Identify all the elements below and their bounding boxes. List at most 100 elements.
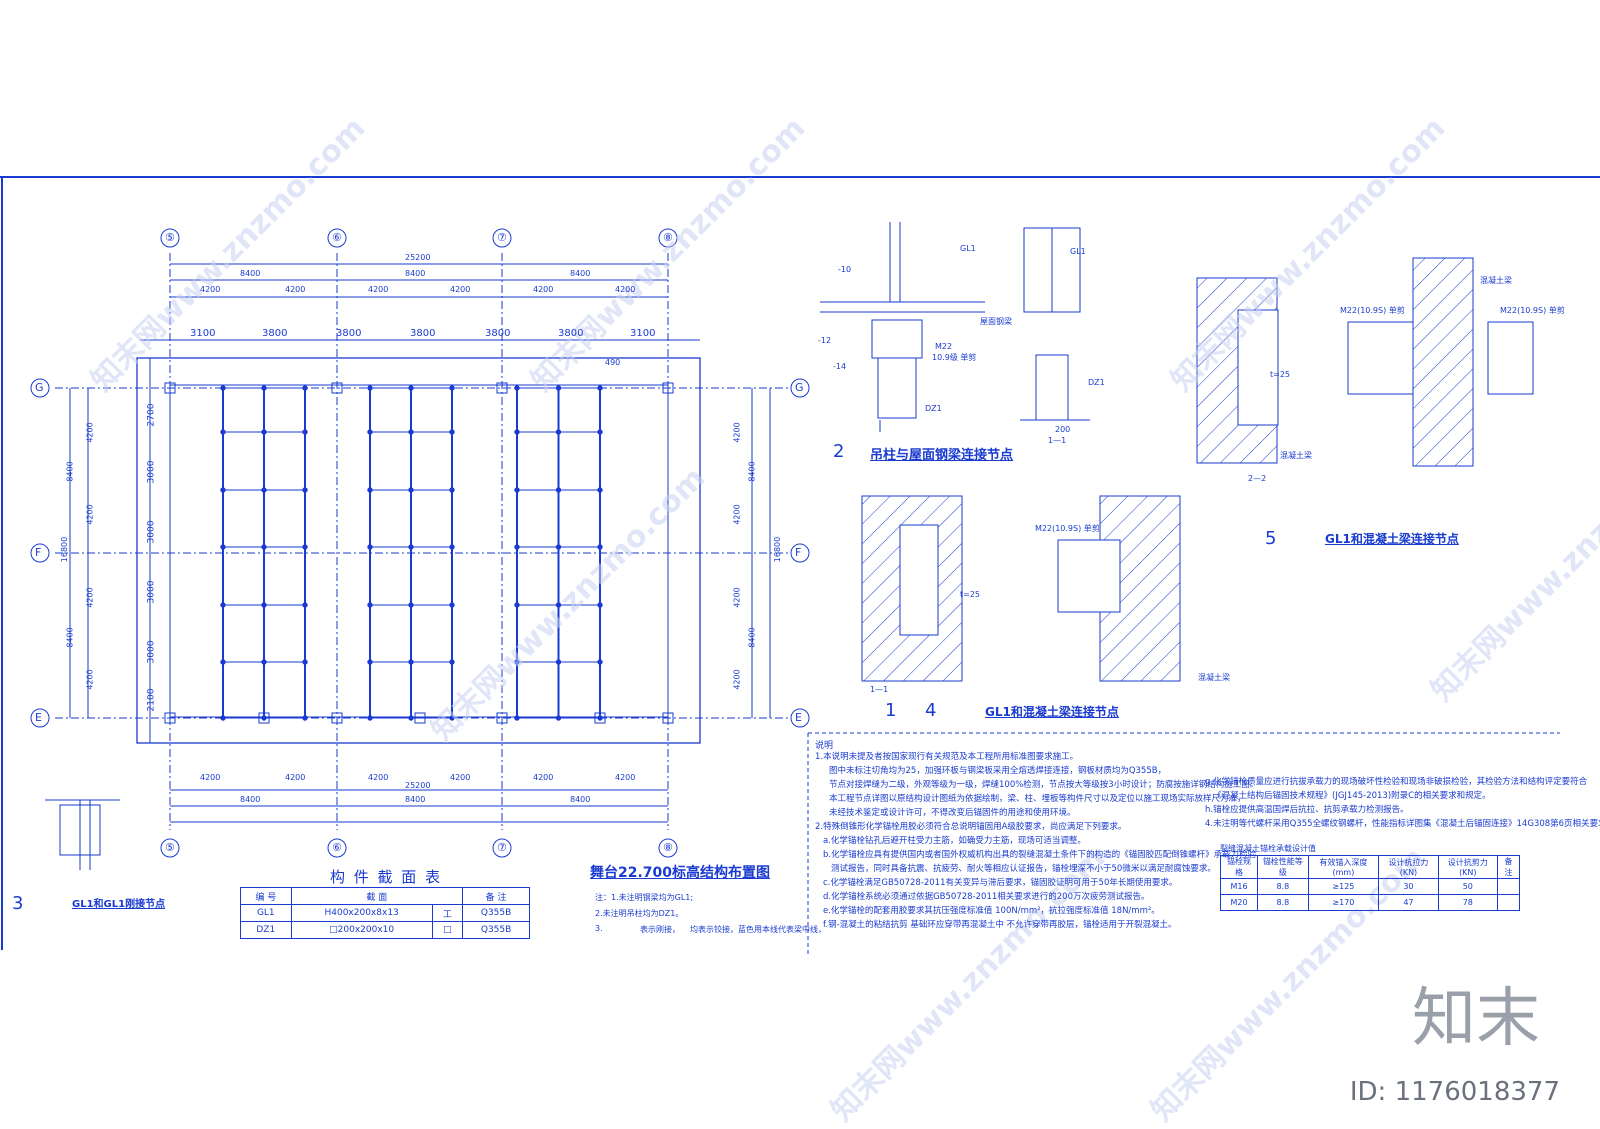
table-header: 截 面 bbox=[290, 887, 464, 905]
dim-8400-left: 8400 bbox=[65, 461, 75, 482]
detail-label: -14 bbox=[833, 362, 847, 371]
table-header: 编 号 bbox=[240, 887, 292, 905]
column bbox=[164, 382, 176, 394]
dim-4200: 4200 bbox=[533, 285, 554, 294]
beam-joint bbox=[555, 544, 562, 550]
beam-joint bbox=[367, 602, 373, 608]
detail-label: M22(10.9S) 单剪 bbox=[1035, 524, 1100, 533]
table-cell: □ bbox=[431, 921, 464, 939]
beam-joint bbox=[514, 715, 520, 721]
dim-4200-left: 4200 bbox=[85, 504, 95, 525]
dim-span: 3800 bbox=[262, 328, 288, 339]
beam-joint bbox=[555, 385, 562, 391]
detail-label: 混凝土梁 bbox=[1480, 276, 1512, 285]
beam-joint bbox=[261, 715, 267, 721]
table-header: 备注 bbox=[1496, 855, 1521, 879]
detail-label: 10.9级 单剪 bbox=[932, 353, 977, 362]
dim-span: 3100 bbox=[190, 328, 216, 339]
beam-joint bbox=[449, 487, 455, 493]
table-header: 备 注 bbox=[462, 887, 530, 905]
plan-note: 2.未注明吊柱均为DZ1。 bbox=[595, 909, 684, 918]
beam-joint bbox=[449, 715, 455, 721]
dim-4200: 4200 bbox=[285, 285, 306, 294]
detail-title: 吊柱与屋面钢梁连接节点 bbox=[870, 448, 1014, 463]
dim-4200-bottom: 4200 bbox=[615, 773, 636, 782]
beam-joint bbox=[302, 602, 308, 608]
beam-joint bbox=[408, 715, 414, 721]
dim-4200-right: 4200 bbox=[732, 587, 742, 608]
column bbox=[496, 712, 508, 724]
beam-joint bbox=[261, 659, 267, 665]
beam-joint bbox=[220, 715, 226, 721]
dim-8400: 8400 bbox=[570, 269, 591, 278]
beam-joint bbox=[302, 385, 308, 391]
note-line: 1.本说明未提及者按国家现行有关规范及本工程所用标准图要求施工。 bbox=[815, 752, 1079, 762]
dim-4200-bottom: 4200 bbox=[200, 773, 221, 782]
dim-left: 2100 bbox=[146, 688, 157, 712]
beam-joint bbox=[220, 602, 226, 608]
note-line: e.化学锚栓的配套用胶要求其抗压强度标准值 100N/mm²，抗拉强度标准值 1… bbox=[823, 906, 1160, 916]
detail-label: -12 bbox=[818, 336, 832, 345]
beam-joint bbox=[220, 544, 226, 550]
detail-number: 2 bbox=[833, 441, 845, 462]
beam-joint bbox=[514, 487, 520, 493]
column bbox=[258, 712, 270, 724]
dim-4200-bottom: 4200 bbox=[368, 773, 389, 782]
note-line: 未经技术鉴定或设计许可，不得改变后锚固件的用途和使用环境。 bbox=[829, 808, 1076, 818]
beam-joint bbox=[220, 659, 226, 665]
detail-title: GL1和GL1刚接节点 bbox=[72, 899, 166, 910]
axis-label-7: ⑦ bbox=[497, 231, 507, 244]
note-line: d.化学锚栓系统必须通过依据GB50728-2011相关要求进行的200万次疲劳… bbox=[823, 892, 1150, 902]
detail-label: 混凝土梁 bbox=[1280, 451, 1312, 460]
table-cell: GL1 bbox=[240, 904, 292, 922]
table-cell: ≥125 bbox=[1307, 878, 1380, 895]
dim-left: 3000 bbox=[146, 580, 157, 604]
beam-joint bbox=[514, 602, 520, 608]
beam-joint bbox=[220, 385, 226, 391]
detail-number: 5 bbox=[1265, 528, 1277, 549]
beam-joint bbox=[367, 487, 373, 493]
beam-joint bbox=[555, 487, 562, 493]
dim-4200: 4200 bbox=[368, 285, 389, 294]
dim-4200-right: 4200 bbox=[732, 669, 742, 690]
table-cell: M20 bbox=[1219, 894, 1259, 911]
beam-joint bbox=[261, 385, 267, 391]
detail-label: -10 bbox=[838, 265, 852, 274]
detail-label: DZ1 bbox=[1088, 378, 1105, 387]
beam-joint bbox=[449, 659, 455, 665]
table-cell: 78 bbox=[1437, 894, 1498, 911]
anchor-table-title: 裂缝混凝土锚栓承载设计值 bbox=[1220, 844, 1316, 853]
dim-4200-bottom: 4200 bbox=[285, 773, 306, 782]
beam-joint bbox=[367, 659, 373, 665]
beam-joint bbox=[302, 715, 308, 721]
plan-note: 3. bbox=[595, 924, 603, 933]
table-cell: Q355B bbox=[462, 921, 530, 939]
anchor-table: 锚栓规格 锚栓性能等级 有效锚入深度(mm) 设计抗拉力(KN) 设计抗剪力(K… bbox=[1219, 855, 1521, 911]
dim-span: 3800 bbox=[410, 328, 436, 339]
detail-label: 混凝土梁 bbox=[1198, 673, 1230, 682]
table-cell: Q355B bbox=[462, 904, 530, 922]
table-cell: M16 bbox=[1219, 878, 1259, 895]
axis-label-5-bottom: ⑤ bbox=[165, 841, 175, 854]
notes-left: 1.本说明未提及者按国家现行有关规范及本工程所用标准图要求施工。 图中未标注切角… bbox=[815, 750, 1258, 932]
axis-label-8: ⑧ bbox=[663, 231, 673, 244]
dim-4200-bottom: 4200 bbox=[533, 773, 554, 782]
column bbox=[331, 712, 343, 724]
note-line: 测试报告，同时具备抗震、抗疲劳、耐火等相应认证报告，锚栓埋深不小于50微米以满足… bbox=[831, 864, 1216, 874]
beam-joint bbox=[597, 487, 603, 493]
note-line: f.钢-混凝土的粘结抗剪 基础环应穿带再混凝土中 不允许穿带再胶层，锚栓适用于开… bbox=[823, 920, 1177, 930]
dim-span: 3100 bbox=[630, 328, 656, 339]
beam-joint bbox=[261, 544, 267, 550]
beam-joint bbox=[555, 715, 562, 721]
beam-joint bbox=[408, 659, 414, 665]
note-line: 图中未标注切角均为25，加强环板与钢梁板采用全熔透焊接连接，钢板材质均为Q355… bbox=[829, 766, 1167, 776]
table-cell: 8.8 bbox=[1257, 878, 1309, 895]
beam-joint bbox=[220, 429, 226, 435]
axis-label-F-right: F bbox=[795, 546, 802, 559]
dim-span: 3800 bbox=[485, 328, 511, 339]
beam-joint bbox=[597, 602, 603, 608]
beam-joint bbox=[408, 429, 414, 435]
beam-joint bbox=[514, 385, 520, 391]
plan-note: 表示刚接， bbox=[640, 925, 680, 934]
dim-8400-left: 8400 bbox=[65, 627, 75, 648]
